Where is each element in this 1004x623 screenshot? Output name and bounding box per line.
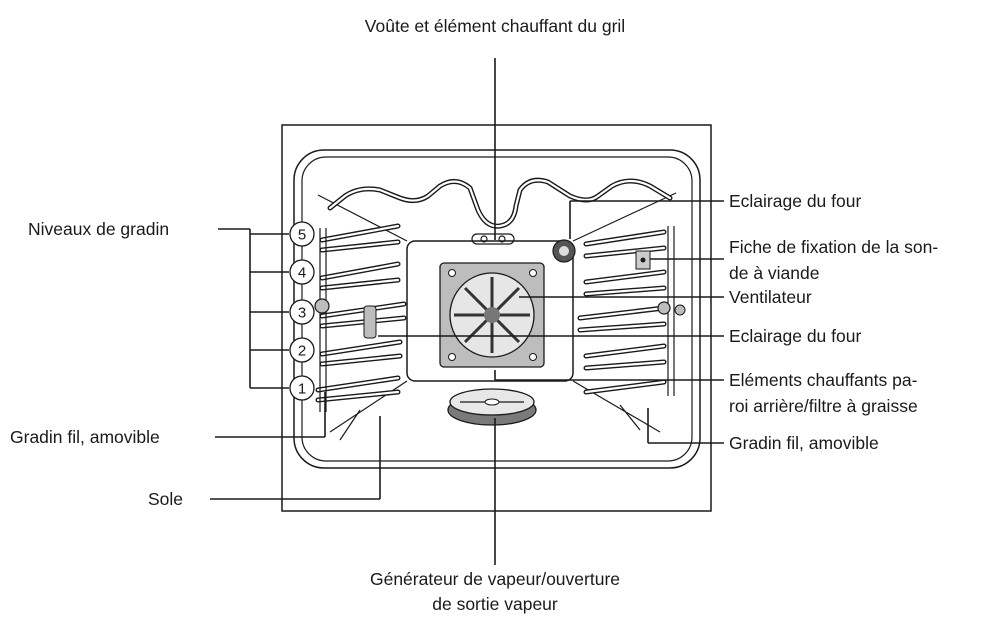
label-floor: Sole <box>148 489 183 509</box>
label-probe-socket-1: Fiche de fixation de la son- <box>729 237 938 257</box>
steam-generator <box>447 388 537 426</box>
label-oven-light-mid: Eclairage du four <box>729 326 861 346</box>
label-oven-light-top: Eclairage du four <box>729 191 861 211</box>
label-wire-rack-right: Gradin fil, amovible <box>729 433 879 453</box>
shelf-level-3: 3 <box>298 305 306 322</box>
grill-heating-element <box>327 177 673 245</box>
shelf-level-2: 2 <box>298 343 306 360</box>
label-grill: Voûte et élément chauffant du gril <box>365 16 625 36</box>
label-rear-heating-2: roi arrière/filtre à graisse <box>729 396 918 416</box>
label-fan: Ventilateur <box>729 287 812 307</box>
label-wire-rack-left: Gradin fil, amovible <box>10 427 160 447</box>
label-steam-1: Générateur de vapeur/ouverture <box>370 569 620 589</box>
label-rear-heating-1: Eléments chauffants pa- <box>729 370 918 390</box>
right-shelf-rails <box>577 226 686 396</box>
shelf-level-4: 4 <box>298 265 306 282</box>
shelf-level-markers: 5 4 3 2 1 <box>289 221 315 401</box>
fan-cover <box>439 262 545 368</box>
leader-lines <box>210 58 724 565</box>
label-shelf-levels: Niveaux de gradin <box>28 219 169 239</box>
shelf-level-5: 5 <box>298 227 306 244</box>
left-shelf-rails <box>314 223 407 412</box>
shelf-level-1: 1 <box>298 381 306 398</box>
label-probe-socket-2: de à viande <box>729 263 820 283</box>
label-steam-2: de sortie vapeur <box>432 594 558 614</box>
oven-light-top <box>552 239 576 263</box>
callout-labels: Voûte et élément chauffant du gril Nivea… <box>10 16 938 614</box>
